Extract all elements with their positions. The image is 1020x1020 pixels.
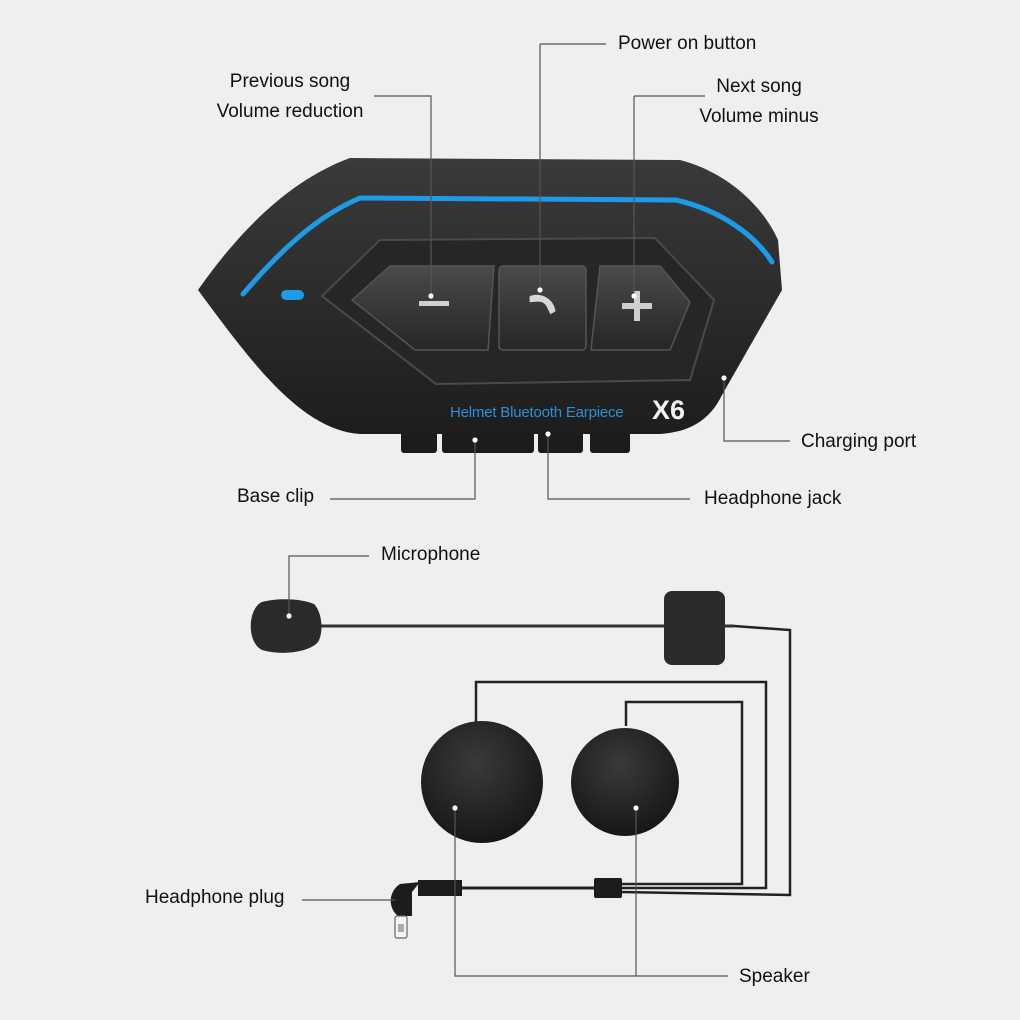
dot-mic (286, 613, 292, 619)
label-charging-port: Charging port (801, 431, 917, 452)
label-base-clip: Base clip (237, 486, 315, 507)
phone-icon (529, 294, 556, 315)
label-microphone: Microphone (381, 544, 481, 565)
speaker-wire (620, 700, 744, 886)
leader-base-clip (330, 440, 476, 500)
label-previous-song: Previous song (229, 71, 351, 92)
label-speaker: Speaker (739, 966, 810, 987)
speaker-wire (619, 624, 792, 897)
plus-icon (622, 291, 652, 321)
cable-splitter (594, 878, 622, 898)
label-volume-minus: Volume minus (699, 106, 819, 127)
dot-previous (428, 293, 434, 299)
leader-mic (288, 555, 369, 616)
label-volume-reduction: Volume reduction (216, 101, 364, 122)
dot-speaker-left (452, 805, 458, 811)
dot-jack (545, 431, 551, 437)
volume-minus-button[interactable] (350, 265, 495, 351)
speaker-left (421, 721, 543, 843)
power-on-button[interactable] (498, 265, 587, 351)
label-next-song: Next song (716, 76, 802, 97)
leader-speaker (454, 808, 728, 977)
dot-charging (721, 375, 727, 381)
pointer-dots (286, 287, 727, 811)
dot-base-clip (472, 437, 478, 443)
leader-lines (288, 43, 790, 977)
headphone-plug (390, 880, 462, 939)
leader-charging (723, 378, 790, 442)
volume-plus-button[interactable] (590, 265, 691, 351)
label-power-on: Power on button (618, 33, 757, 54)
leader-next (633, 95, 705, 296)
label-headphone-plug: Headphone plug (145, 887, 285, 908)
blue-accent-stripe (240, 195, 775, 297)
speaker-right (571, 728, 679, 836)
dot-next (631, 293, 637, 299)
minus-icon (419, 301, 449, 306)
speaker-wire (474, 680, 768, 890)
dot-power (537, 287, 543, 293)
velcro-pad (664, 591, 725, 665)
leader-previous (374, 95, 432, 296)
model-text: X6 (652, 395, 686, 425)
label-headphone-jack: Headphone jack (704, 488, 842, 509)
microphone-foam (250, 599, 322, 653)
leader-jack (547, 434, 690, 500)
bluetooth-unit (198, 158, 782, 453)
status-led-icon (281, 290, 304, 300)
dot-speaker-right (633, 805, 639, 811)
brand-text: Helmet Bluetooth Earpiece (450, 404, 624, 421)
leader-power (539, 43, 606, 290)
headset-assembly (250, 591, 792, 939)
